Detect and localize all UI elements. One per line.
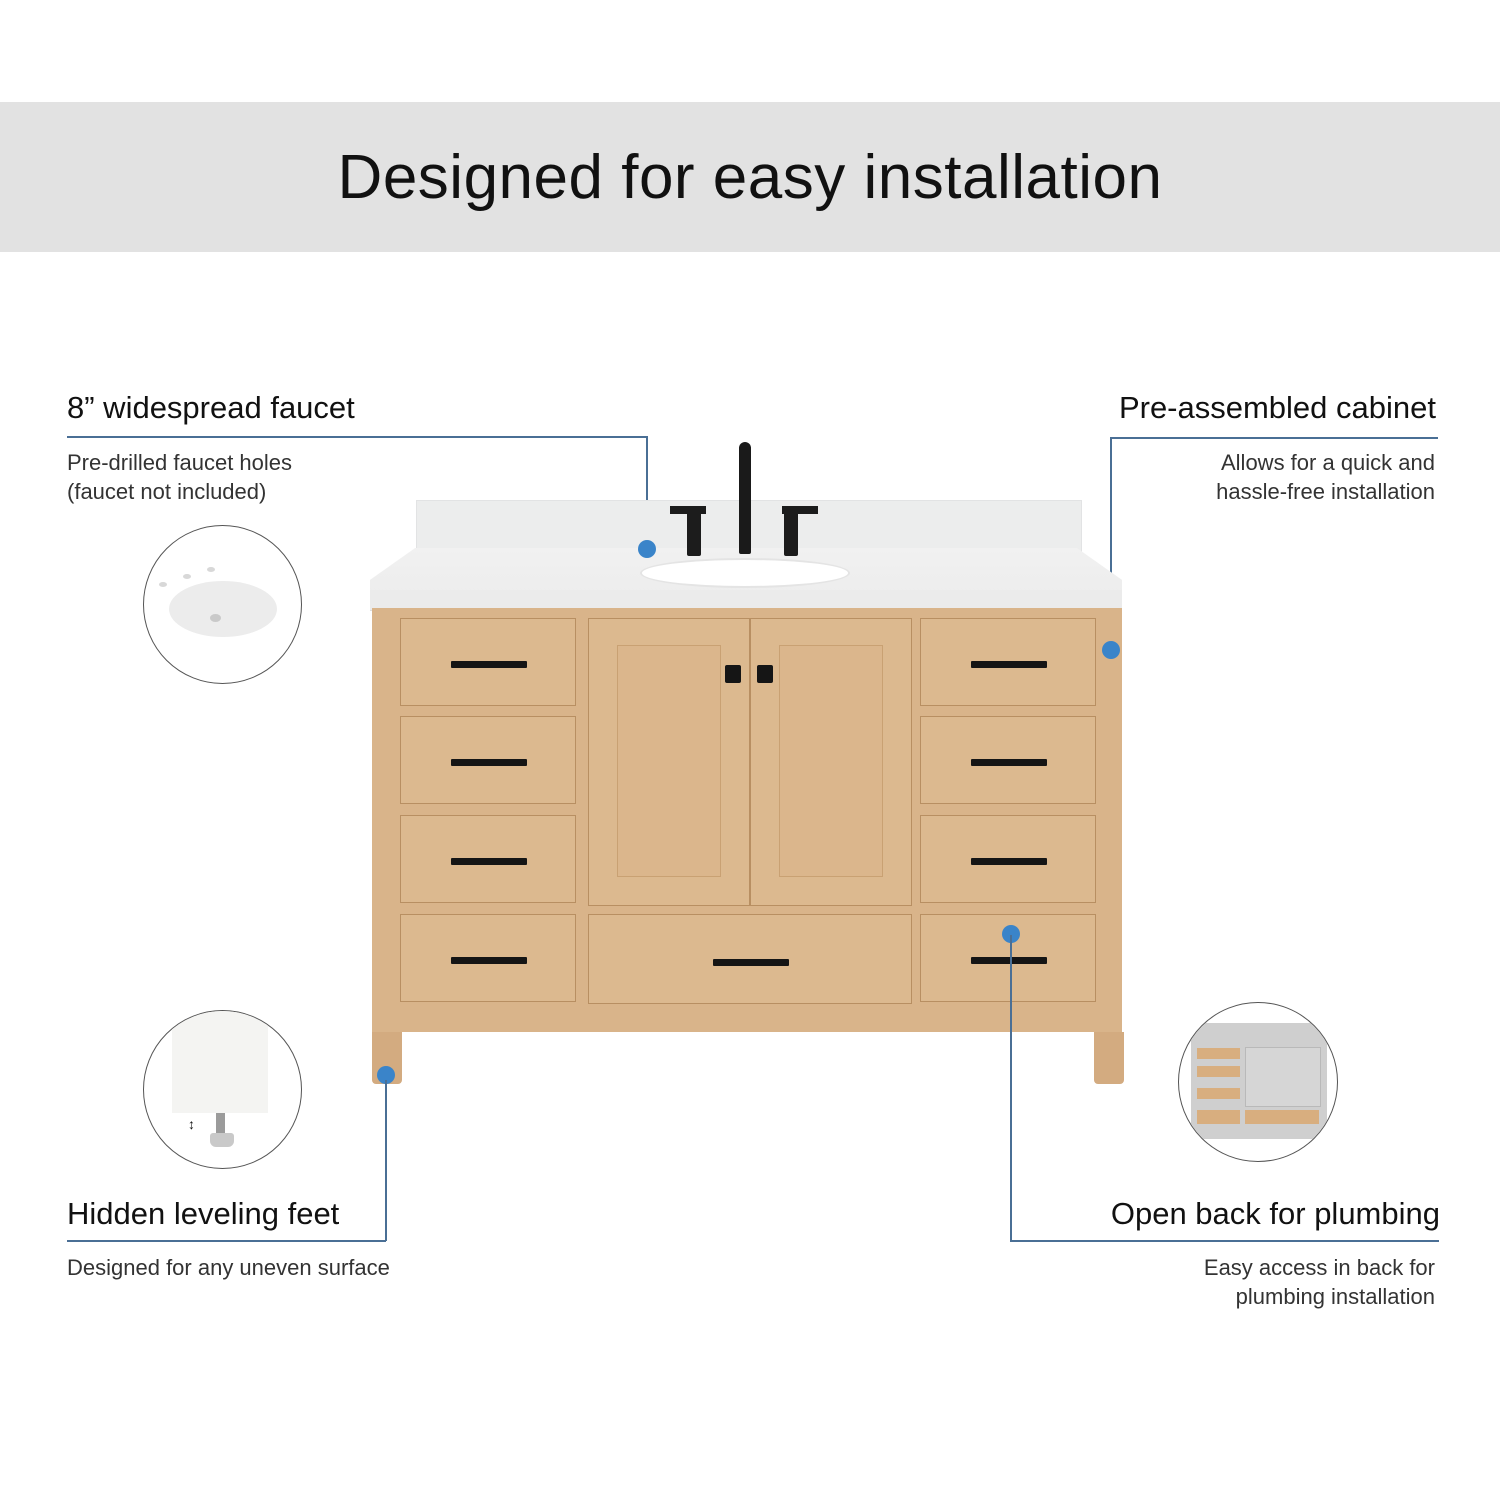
vanity-product-image [368,440,1128,1090]
drawer-center [588,914,912,1004]
faucet-handle-left-icon [687,512,701,556]
drawer-left-4 [400,914,576,1002]
feature-desc-faucet: Pre-drilled faucet holes (faucet not inc… [67,450,293,504]
callout-dot-feet [377,1066,395,1084]
feature-desc-feet: Designed for any uneven surface [67,1255,390,1280]
callout-line-cabinet-vertical [1110,437,1112,649]
feature-desc-cabinet: Allows for a quick and hassle-free insta… [1216,450,1435,504]
drawer-right-1 [920,618,1096,706]
drawer-left-2 [400,716,576,804]
up-down-arrow-icon: ↕ [188,1116,195,1132]
callout-dot-plumbing [1002,925,1020,943]
cabinet-door-right [750,618,912,906]
callout-line-feet [67,1240,386,1242]
cabinet-leg-right [1094,1032,1124,1084]
callout-dot-faucet [638,540,656,558]
feature-title-feet: Hidden leveling feet [67,1196,340,1231]
callout-line-cabinet [1110,437,1438,439]
callout-line-faucet-vertical [646,436,648,548]
header-banner: Designed for easy installation [0,102,1500,252]
page-title: Designed for easy installation [337,142,1163,212]
faucet-spout-icon [739,442,751,554]
drawer-pull-icon [451,661,527,668]
door-knob-icon [725,665,741,683]
sink-closeup-icon [143,525,302,684]
feature-desc-plumbing: Easy access in back for plumbing install… [1203,1255,1435,1309]
leveling-foot-closeup-icon: ↕ [143,1010,302,1169]
open-back-closeup-icon [1178,1002,1338,1162]
callout-line-faucet [67,436,647,438]
feature-title-faucet: 8” widespread faucet [67,390,355,425]
callout-line-plumbing [1010,1240,1439,1242]
drawer-right-2 [920,716,1096,804]
callout-dot-cabinet [1102,641,1120,659]
faucet-handle-right-icon [784,512,798,556]
cabinet-door-left [588,618,750,906]
door-knob-icon [757,665,773,683]
callout-line-feet-vertical [385,1080,387,1241]
drawer-right-3 [920,815,1096,903]
sink-basin [640,558,850,588]
drawer-left-3 [400,815,576,903]
drawer-left-1 [400,618,576,706]
cabinet-body [372,608,1122,1032]
feature-title-plumbing: Open back for plumbing [1110,1196,1440,1231]
feature-title-cabinet: Pre-assembled cabinet [1118,390,1436,425]
callout-line-plumbing-vertical [1010,935,1012,1241]
